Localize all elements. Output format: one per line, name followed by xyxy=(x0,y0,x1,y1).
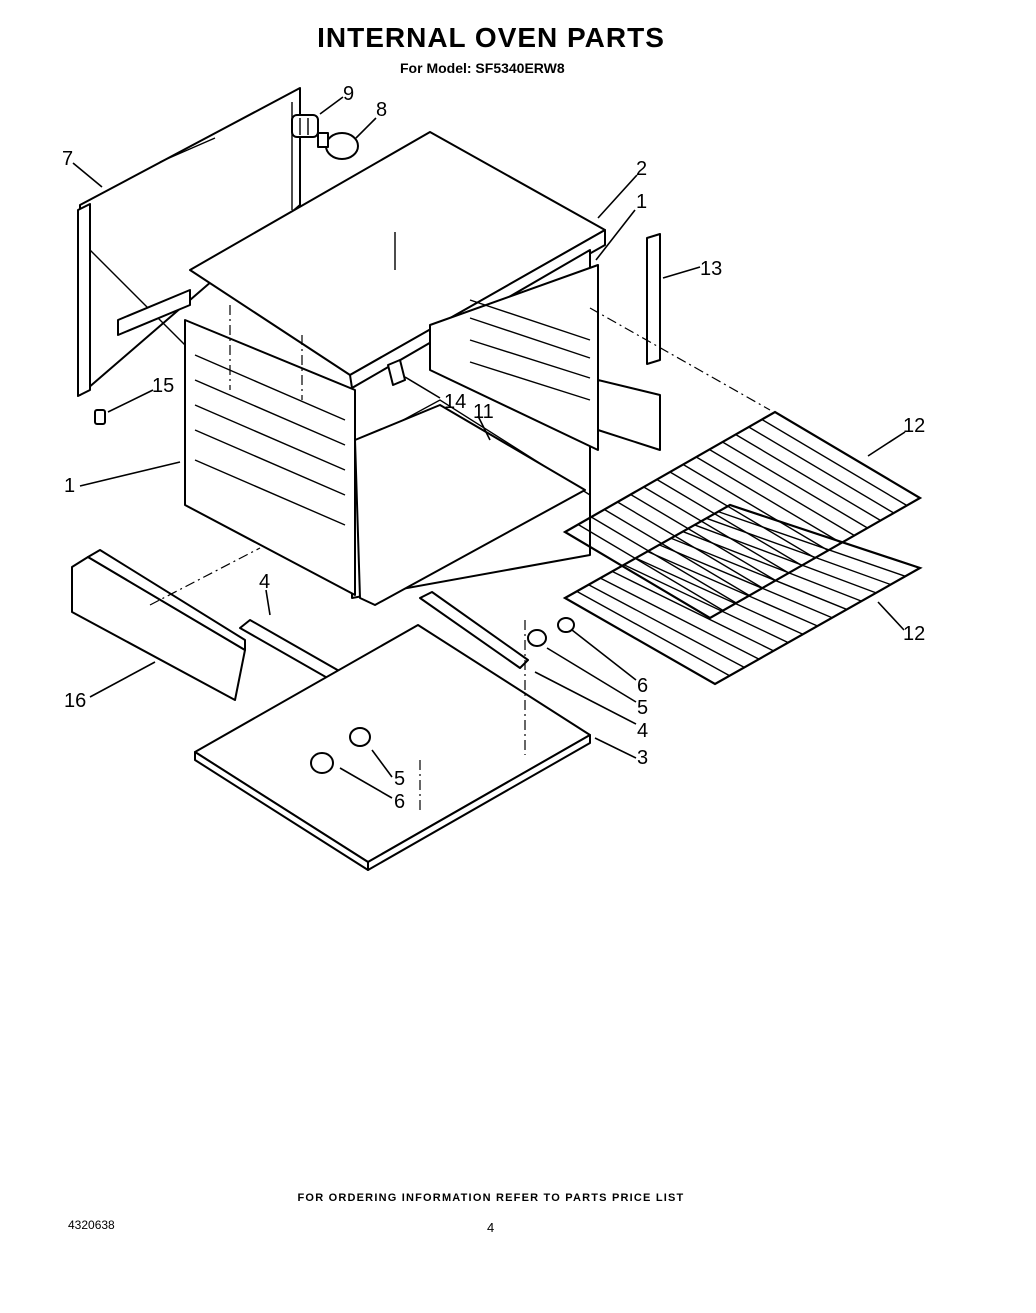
part-6-bolt-upper xyxy=(557,617,575,633)
part-15-clip xyxy=(94,409,106,425)
callout-4-right: 4 xyxy=(637,720,648,742)
rack-wire xyxy=(590,516,737,604)
callout-4-left: 4 xyxy=(259,571,270,593)
callout-2: 2 xyxy=(636,158,647,180)
callout-16: 16 xyxy=(64,690,86,712)
page-title: INTERNAL OVEN PARTS xyxy=(317,22,665,53)
callout-1-lower: 1 xyxy=(64,475,75,497)
page-number: 4 xyxy=(487,1220,495,1235)
rack-wire xyxy=(643,486,790,574)
rack-wire xyxy=(717,510,906,577)
callout-12-lower: 12 xyxy=(903,623,925,645)
rack-wire xyxy=(647,550,818,627)
part-1-rack-support-right xyxy=(429,264,661,451)
rack-wire xyxy=(706,517,891,586)
rack-wire xyxy=(630,493,776,582)
rack-wire xyxy=(669,471,816,559)
part-6-knob-lower xyxy=(310,752,334,774)
part-5-grommet-lower xyxy=(349,727,371,747)
rack-wire xyxy=(761,418,908,507)
rack-wire xyxy=(600,577,760,660)
model-subtitle: For Model: SF5340ERW8 xyxy=(400,60,565,76)
rack-wire xyxy=(694,524,877,594)
part-5-grommet-upper xyxy=(527,629,547,647)
rack-wire xyxy=(722,441,868,529)
rack-wire xyxy=(588,584,745,669)
rack-wire xyxy=(682,530,862,602)
rack-wire xyxy=(576,590,730,677)
document-number: 4320638 xyxy=(68,1218,115,1232)
part-3-bottom-tray xyxy=(194,624,591,871)
callout-11: 11 xyxy=(473,401,494,423)
rack-wire xyxy=(635,557,804,635)
callout-14: 14 xyxy=(444,391,466,413)
callout-9: 9 xyxy=(343,83,354,105)
rack-wire xyxy=(670,537,848,611)
callout-5-lower: 5 xyxy=(394,768,405,790)
callout-7: 7 xyxy=(62,148,73,170)
leader-lines xyxy=(72,96,906,799)
rack-wire xyxy=(748,426,895,514)
callout-1-upper: 1 xyxy=(636,191,647,213)
callout-5-right: 5 xyxy=(637,697,648,719)
callout-15: 15 xyxy=(152,375,174,397)
part-16-front-trim xyxy=(71,549,246,701)
part-14-clip xyxy=(387,359,406,386)
callout-6-right: 6 xyxy=(637,675,648,697)
callout-6-lower: 6 xyxy=(394,791,405,813)
rack-wire xyxy=(623,564,789,644)
part-13-strip xyxy=(646,233,661,365)
part-4-rail-right xyxy=(419,591,529,669)
part-1-rack-support-left xyxy=(117,289,356,596)
part-9-lamp-socket xyxy=(291,114,319,138)
rack-wire xyxy=(695,456,842,544)
rack-wire xyxy=(577,523,724,612)
part-12-lower-rack xyxy=(562,503,923,686)
rack-wire xyxy=(617,501,763,589)
callout-3: 3 xyxy=(637,747,648,769)
callout-8: 8 xyxy=(376,99,387,121)
callout-13: 13 xyxy=(700,258,722,280)
rack-wire xyxy=(659,544,833,619)
part-11-liner-bottom xyxy=(354,404,586,606)
alignment-lines xyxy=(149,305,771,810)
rack-wire xyxy=(682,463,829,552)
rack-wire xyxy=(709,448,855,537)
rack-wire xyxy=(656,478,803,567)
part-8-lamp-bulb xyxy=(317,132,359,160)
ordering-note: FOR ORDERING INFORMATION REFER TO PARTS … xyxy=(297,1192,685,1204)
callout-12-upper: 12 xyxy=(903,415,925,437)
rack-wire xyxy=(611,570,774,652)
rack-wire xyxy=(735,433,881,522)
